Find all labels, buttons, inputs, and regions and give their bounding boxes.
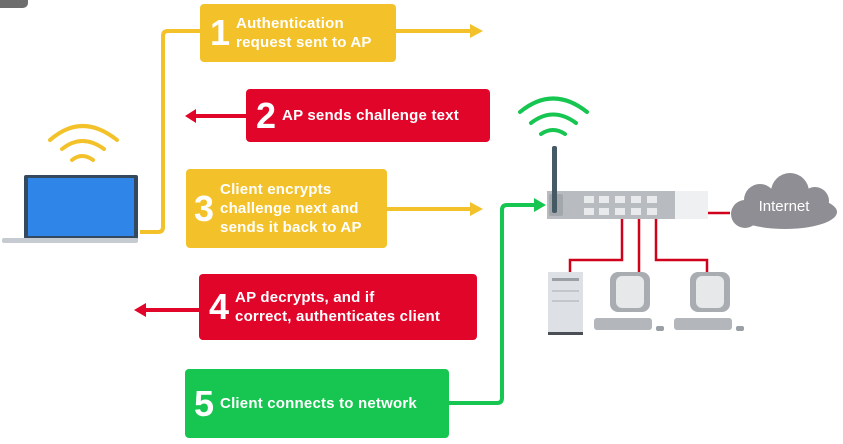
step-text-line: sends it back to AP <box>220 219 362 236</box>
step-text: AP decrypts, and if correct, authenticat… <box>235 288 440 326</box>
step-text: Client encrypts challenge next and sends… <box>220 180 362 237</box>
step-text: Client connects to network <box>220 394 417 413</box>
internet-label: Internet <box>758 198 810 215</box>
step-text-line: AP decrypts, and if <box>235 289 375 306</box>
internet-cloud-icon <box>731 173 837 229</box>
step-3-arrow-head <box>470 202 483 216</box>
step-text-line: Authentication <box>236 15 344 32</box>
step-text-line: Client encrypts <box>220 181 332 198</box>
window-corner-tab <box>0 0 28 8</box>
client-uplink-line <box>140 29 200 234</box>
step-number: 1 <box>210 12 231 53</box>
step-5-box: 5 Client connects to network <box>185 369 449 438</box>
step-text: Authentication request sent to AP <box>236 14 372 52</box>
step-text-line: correct, authenticates client <box>235 308 441 325</box>
step-2-arrow-head <box>185 109 196 123</box>
step-4-box: 4 AP decrypts, and if correct, authentic… <box>199 274 477 340</box>
step-number: 5 <box>194 382 215 424</box>
step-5-arrow-head <box>534 198 546 212</box>
step-text-line: Client connects to network <box>220 395 417 412</box>
server-icon <box>548 272 583 335</box>
step-3-box: 3 Client encrypts challenge next and sen… <box>186 169 387 248</box>
step-number: 2 <box>256 94 277 136</box>
access-point-router-icon <box>547 146 708 219</box>
step-text-line: challenge next and <box>220 200 359 217</box>
laptop-wifi-icon <box>48 124 119 162</box>
laptop-icon <box>2 175 138 243</box>
step-1-box: 1 Authentication request sent to AP <box>200 4 396 62</box>
step-number: 4 <box>209 286 230 327</box>
step-4-arrow-head <box>134 303 146 317</box>
step-1-arrow-head <box>470 24 483 38</box>
step-text-line: request sent to AP <box>236 34 372 51</box>
desktop-computer-icon <box>594 272 664 331</box>
step-5-connection-line <box>449 203 536 405</box>
desktop-computer-icon <box>674 272 744 331</box>
router-wifi-icon <box>518 96 589 136</box>
step-text: AP sends challenge text <box>282 106 459 125</box>
step-number: 3 <box>194 187 215 229</box>
step-text-line: AP sends challenge text <box>282 107 459 124</box>
step-2-box: 2 AP sends challenge text <box>246 89 490 142</box>
lan-cables <box>568 211 730 273</box>
